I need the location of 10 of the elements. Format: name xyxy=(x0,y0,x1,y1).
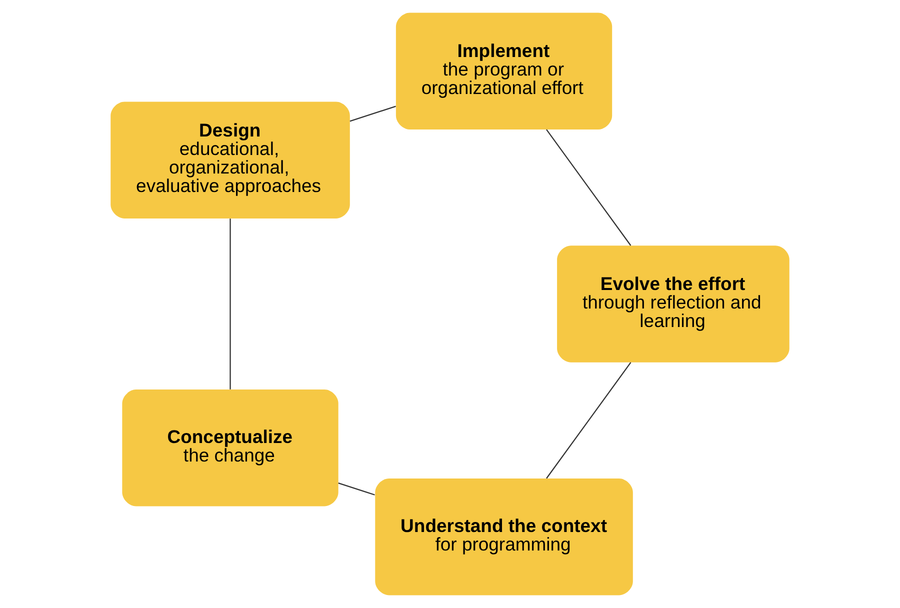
connector xyxy=(350,106,396,122)
node-box: Understand the context for programming xyxy=(375,478,633,596)
connector xyxy=(338,482,375,496)
node-box: Conceptualize the change xyxy=(122,390,338,506)
node-box: Implement the program or organizational effort xyxy=(396,12,612,130)
connector xyxy=(546,362,632,479)
node-box: Evolve the effort through reflection and learning xyxy=(557,246,790,362)
connector xyxy=(546,129,632,246)
connector xyxy=(230,218,231,390)
node-box: Design educational, organizational, evaluative approaches xyxy=(110,102,350,218)
